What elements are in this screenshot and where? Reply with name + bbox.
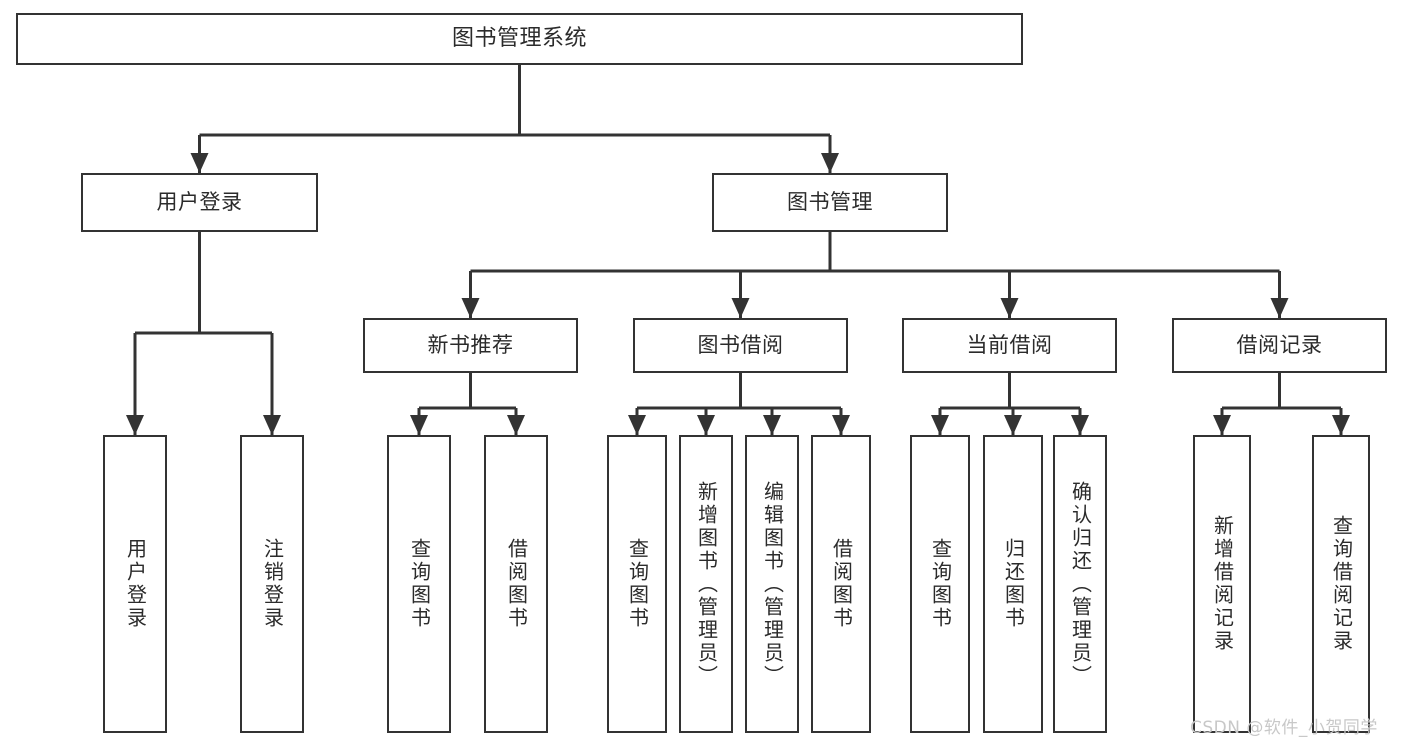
node-leaf-confirm-return[interactable]: 确认归还（管理员） [1053,435,1107,733]
node-leaf-user-login[interactable]: 用户登录 [103,435,167,733]
node-label: 新增借阅记录 [1210,515,1235,653]
node-label: 确认归还（管理员） [1068,480,1093,688]
node-leaf-borrow-book-1[interactable]: 借阅图书 [484,435,548,733]
arrow-head-book-manage [821,153,839,173]
node-user-login[interactable]: 用户登录 [81,173,318,232]
arrow-head-new-book-recommend [461,298,480,318]
node-label: 注销登录 [260,538,285,630]
node-label: 查询图书 [928,538,953,630]
node-label: 图书管理系统 [451,25,587,51]
node-current-borrow[interactable]: 当前借阅 [902,318,1117,373]
node-leaf-query-book-3[interactable]: 查询图书 [910,435,970,733]
node-label: 新增图书（管理员） [694,480,719,688]
node-label: 图书借阅 [697,332,784,357]
node-leaf-return-book[interactable]: 归还图书 [983,435,1043,733]
node-label: 用户登录 [123,538,148,630]
arrow-head-book-borrow [731,298,750,318]
node-label: 新书推荐 [427,332,514,357]
node-root[interactable]: 图书管理系统 [16,13,1023,65]
node-label: 查询图书 [625,538,650,630]
node-label: 编辑图书（管理员） [760,480,785,688]
node-leaf-query-book-2[interactable]: 查询图书 [607,435,667,733]
node-label: 借阅图书 [829,538,854,630]
node-label: 归还图书 [1001,538,1026,630]
arrow-head-leaf-query-record [1332,415,1350,435]
node-new-book-recommend[interactable]: 新书推荐 [363,318,578,373]
arrow-head-leaf-confirm-return [1071,415,1089,435]
arrow-head-leaf-borrow-book-2 [832,415,850,435]
arrow-head-leaf-logout [263,415,281,435]
arrow-head-leaf-borrow-book-1 [507,415,525,435]
node-leaf-logout[interactable]: 注销登录 [240,435,304,733]
arrow-head-leaf-edit-book [763,415,781,435]
node-book-borrow[interactable]: 图书借阅 [633,318,848,373]
arrow-head-leaf-user-login [126,415,144,435]
node-label: 借阅记录 [1236,332,1323,357]
arrow-head-current-borrow [1000,298,1019,318]
node-leaf-edit-book[interactable]: 编辑图书（管理员） [745,435,799,733]
arrow-head-borrow-record [1270,298,1289,318]
node-label: 查询借阅记录 [1329,515,1354,653]
connector-lines [126,65,1350,435]
node-leaf-add-book[interactable]: 新增图书（管理员） [679,435,733,733]
node-leaf-borrow-book-2[interactable]: 借阅图书 [811,435,871,733]
node-label: 当前借阅 [966,332,1053,357]
node-label: 借阅图书 [504,538,529,630]
arrow-head-leaf-add-book [697,415,715,435]
arrow-head-user-login [190,153,209,173]
arrow-head-leaf-query-book-3 [931,415,949,435]
node-leaf-add-record[interactable]: 新增借阅记录 [1193,435,1251,733]
arrow-head-leaf-query-book-2 [628,415,646,435]
node-borrow-record[interactable]: 借阅记录 [1172,318,1387,373]
node-label: 用户登录 [156,189,243,214]
node-label: 查询图书 [407,538,432,630]
arrow-head-leaf-query-book-1 [410,415,428,435]
node-leaf-query-record[interactable]: 查询借阅记录 [1312,435,1370,733]
node-label: 图书管理 [787,189,873,214]
node-book-manage[interactable]: 图书管理 [712,173,948,232]
arrow-head-leaf-return-book [1004,415,1022,435]
arrow-head-leaf-add-record [1213,415,1231,435]
node-leaf-query-book-1[interactable]: 查询图书 [387,435,451,733]
